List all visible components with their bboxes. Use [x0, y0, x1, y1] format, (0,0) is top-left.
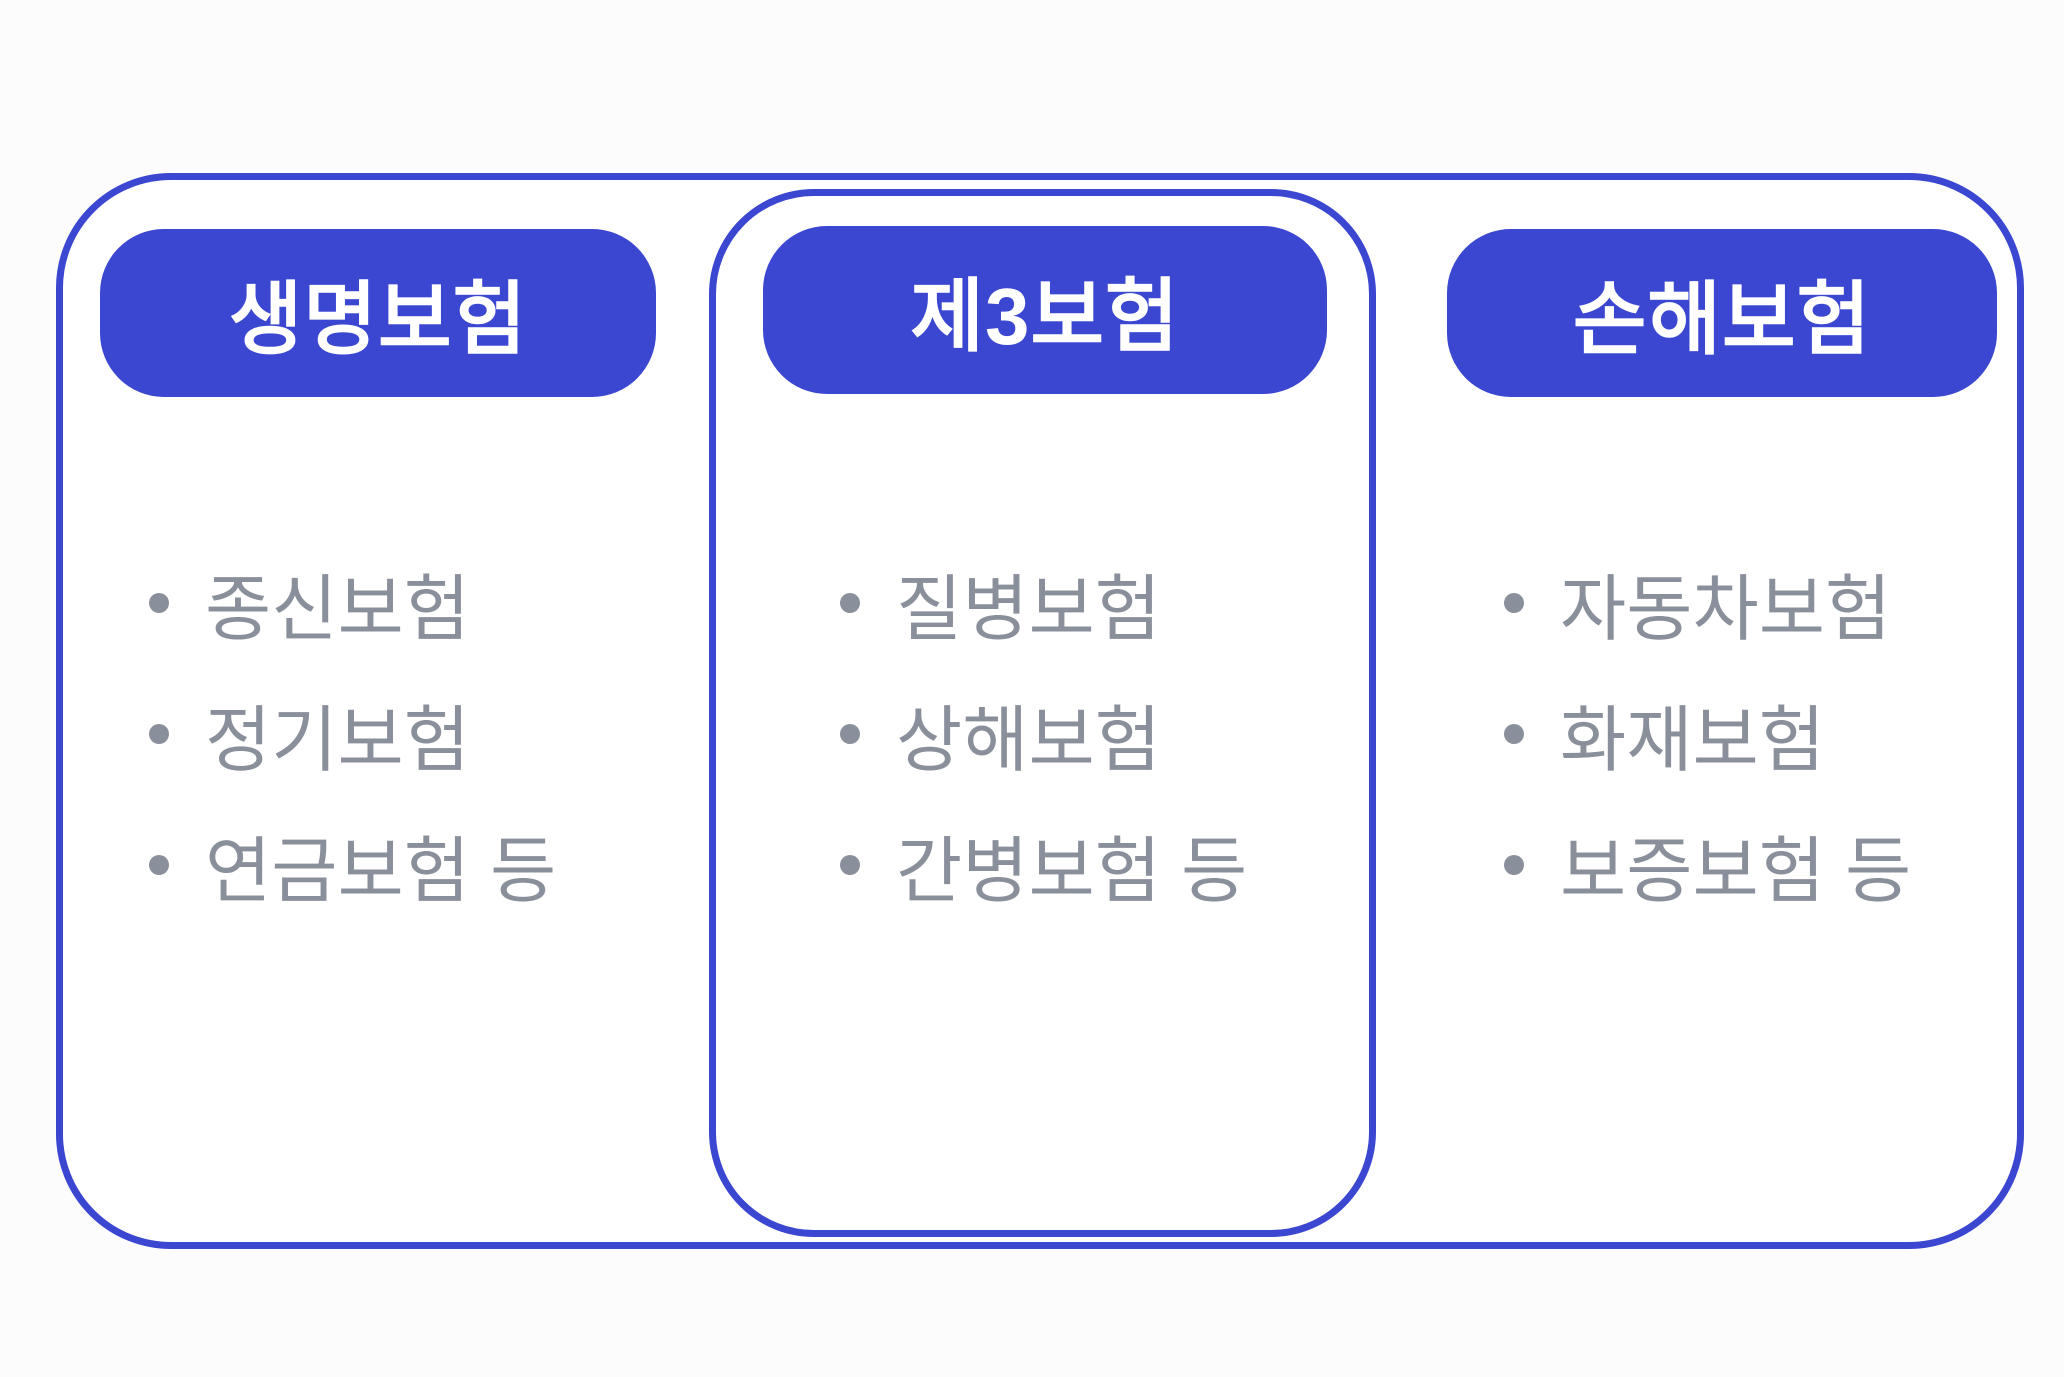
list-item-label: 간병보험 등: [896, 832, 1248, 912]
bullet-dot-icon: [1504, 854, 1524, 875]
bullet-dot-icon: [840, 723, 860, 744]
life-insurance-header: 생명보험: [100, 229, 656, 397]
list-item: 화재보험: [1504, 668, 1911, 799]
list-item: 연금보험 등: [149, 799, 556, 930]
bullet-dot-icon: [840, 854, 860, 875]
list-item-label: 자동차보험: [1560, 570, 1892, 650]
bullet-dot-icon: [149, 723, 169, 744]
list-item: 종신보험: [149, 537, 556, 668]
list-item-label: 상해보험: [896, 701, 1161, 781]
list-item-label: 질병보험: [896, 570, 1161, 650]
list-item: 보증보험 등: [1504, 799, 1911, 930]
general-insurance-list: 자동차보험 화재보험 보증보험 등: [1504, 537, 1911, 930]
bullet-dot-icon: [149, 854, 169, 875]
list-item-label: 정기보험: [205, 701, 470, 781]
list-item: 자동차보험: [1504, 537, 1911, 668]
third-insurance-header: 제3보험: [763, 226, 1327, 394]
third-insurance-list: 질병보험 상해보험 간병보험 등: [840, 537, 1247, 930]
list-item: 정기보험: [149, 668, 556, 799]
list-item-label: 보증보험 등: [1560, 832, 1912, 912]
list-item: 상해보험: [840, 668, 1247, 799]
third-insurance-header-label: 제3보험: [910, 272, 1180, 361]
general-insurance-header: 손해보험: [1447, 229, 1997, 397]
list-item-label: 화재보험: [1560, 701, 1825, 781]
life-insurance-header-label: 생명보험: [228, 275, 528, 364]
list-item-label: 종신보험: [205, 570, 470, 650]
life-insurance-list: 종신보험 정기보험 연금보험 등: [149, 537, 556, 930]
list-item: 질병보험: [840, 537, 1247, 668]
list-item: 간병보험 등: [840, 799, 1247, 930]
bullet-dot-icon: [1504, 592, 1524, 613]
bullet-dot-icon: [149, 592, 169, 613]
bullet-dot-icon: [1504, 723, 1524, 744]
bullet-dot-icon: [840, 592, 860, 613]
list-item-label: 연금보험 등: [205, 832, 557, 912]
general-insurance-header-label: 손해보험: [1572, 275, 1872, 364]
